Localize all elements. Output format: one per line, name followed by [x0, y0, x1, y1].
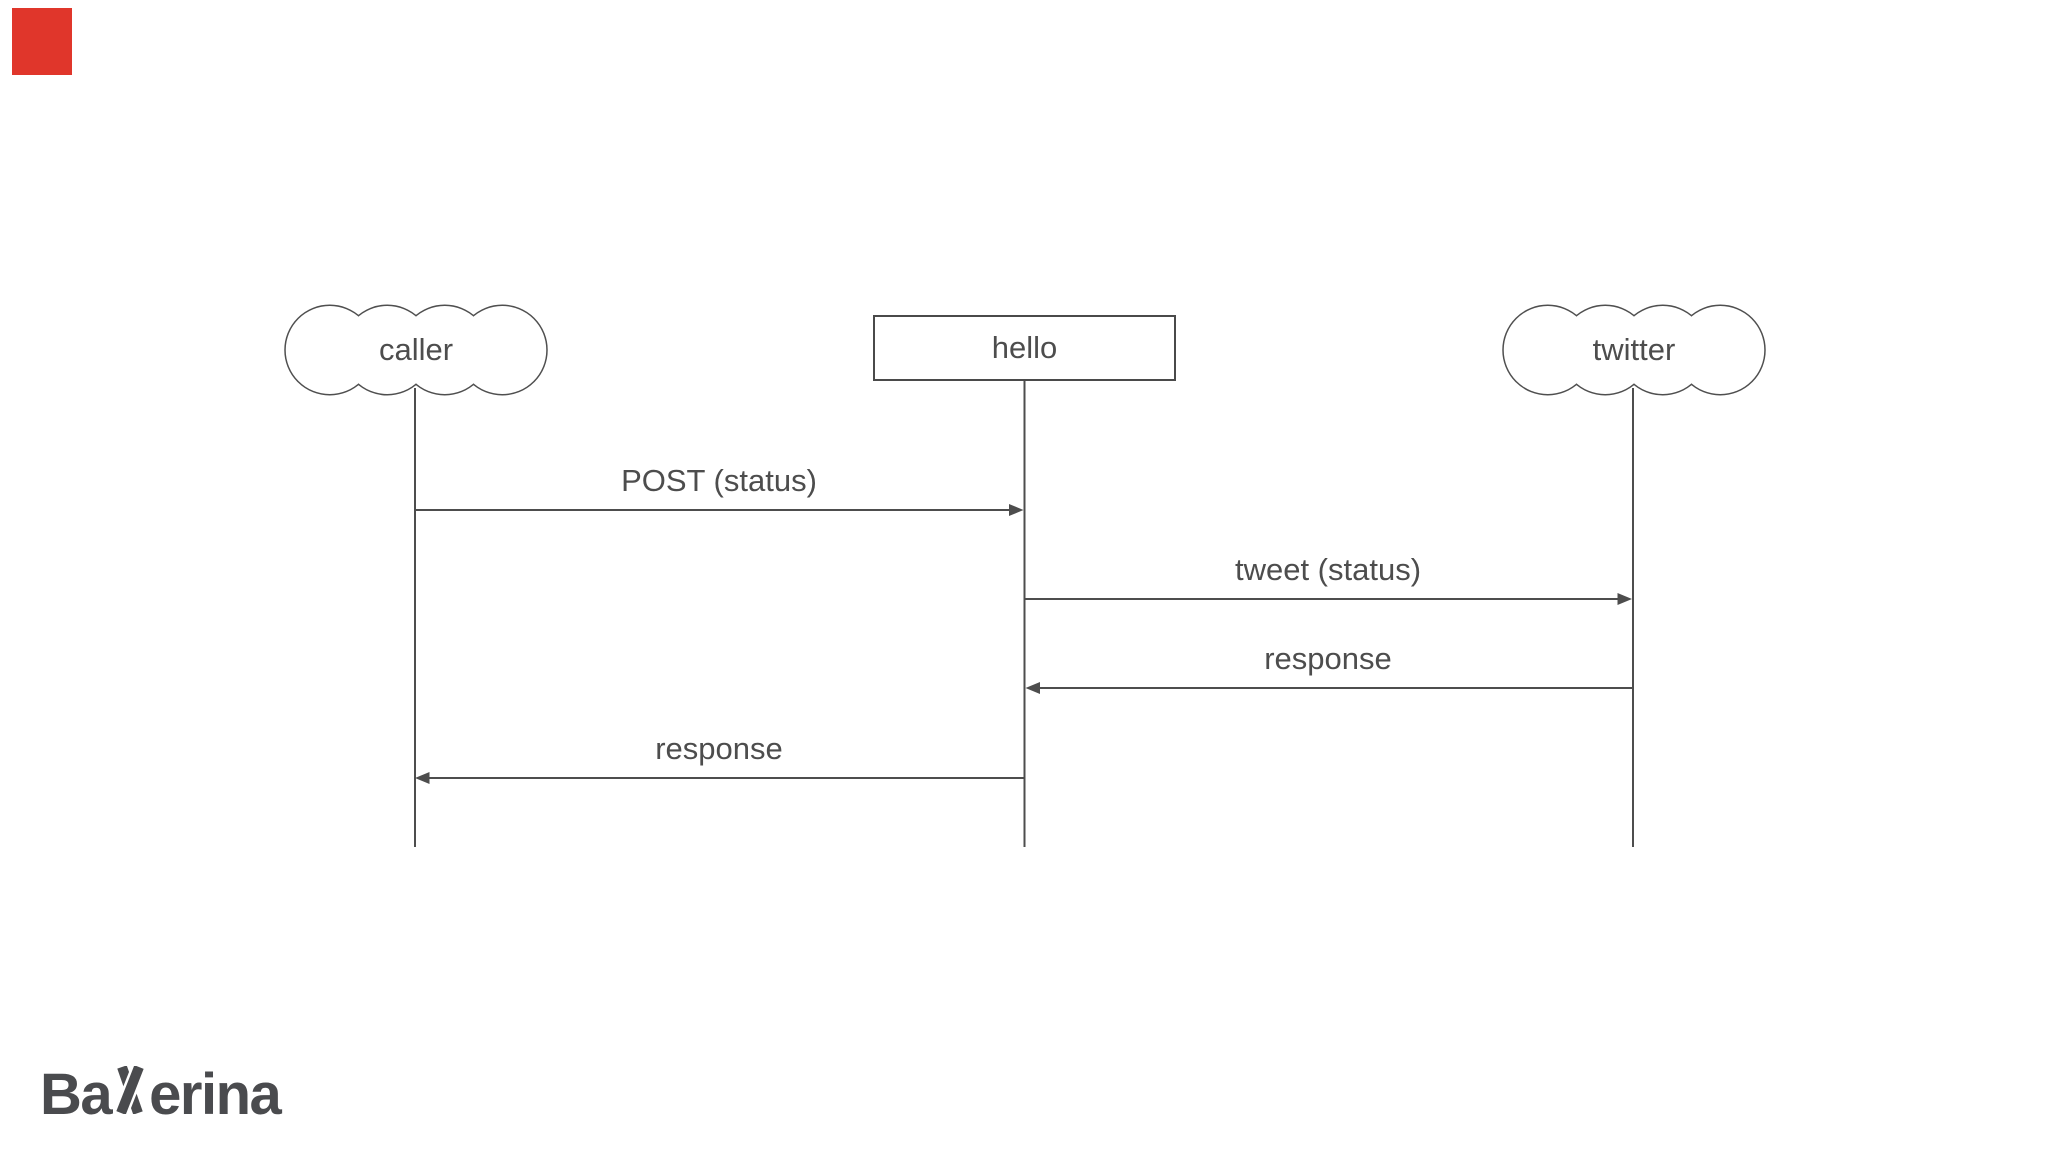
message-label-post-status: POST (status)	[621, 463, 817, 498]
message-arrow-response-hello-caller	[415, 772, 1024, 784]
participant-hello-box: hello	[873, 315, 1176, 381]
logo-text-prefix: Ba	[40, 1062, 113, 1127]
participant-caller-cloud	[284, 304, 548, 396]
message-label-response-1: response	[1264, 641, 1392, 676]
message-arrow-response-twitter-hello	[1025, 682, 1632, 694]
message-label-response-2: response	[655, 731, 783, 766]
crossed-ll-icon	[114, 1066, 147, 1114]
message-label-tweet-status: tweet (status)	[1234, 552, 1422, 587]
participant-label-hello: hello	[991, 330, 1058, 365]
logo-text-suffix: erina	[149, 1062, 282, 1127]
participant-label-twitter: twitter	[1592, 332, 1676, 367]
message-arrow-post-status	[416, 504, 1024, 516]
red-marker	[12, 8, 72, 75]
message-arrow-tweet-status	[1025, 593, 1632, 605]
participant-twitter-cloud	[1502, 304, 1766, 396]
participant-label-caller: caller	[378, 332, 454, 367]
